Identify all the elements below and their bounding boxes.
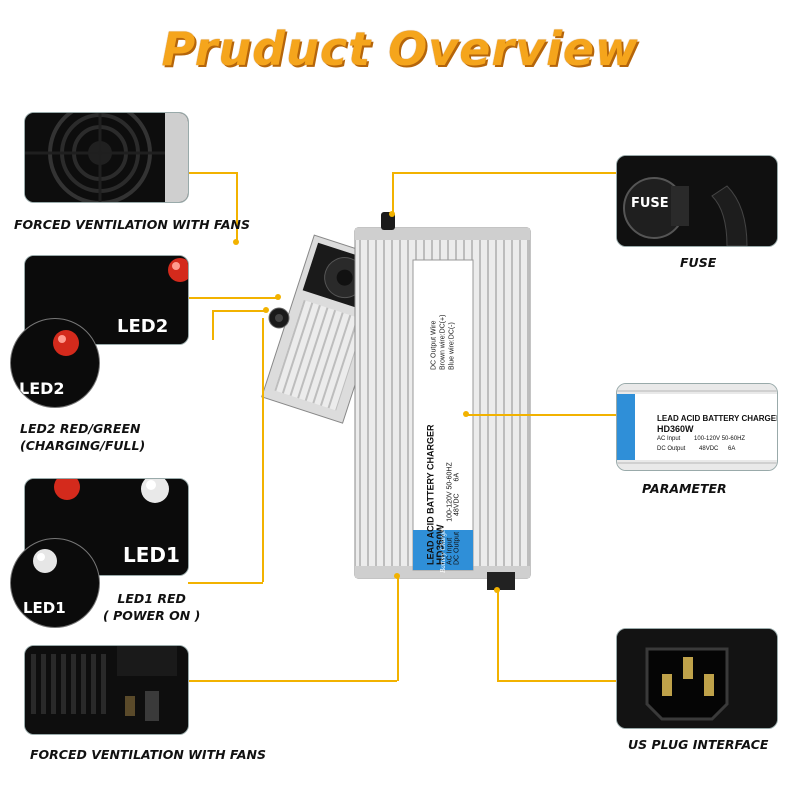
led1-zoom-text: LED1 [23, 599, 66, 617]
device-ac-value: 100-120V 50-60HZ [446, 462, 454, 522]
label-fans-top: FORCED VENTILATION WITH FANS [14, 217, 250, 232]
label-led1-line2: ( POWER ON ) [103, 608, 201, 623]
label-fuse: FUSE [680, 255, 717, 270]
label-parameter: PARAMETER [642, 481, 727, 496]
label-led1: LED1 RED ( POWER ON ) [103, 590, 200, 624]
parameter-model: HD360W [657, 424, 694, 434]
label-led2-line2: (CHARGING/FULL) [20, 438, 146, 453]
parameter-dc-output: DC Output [657, 446, 686, 452]
device-wire-title: DC Output Wire [430, 320, 438, 370]
led1-photo: LED1 [24, 478, 189, 576]
device-badge: Battery Charger [439, 527, 447, 573]
device-wire-blue: Blue wire:DC(-) [448, 322, 456, 370]
fuse-photo-text: FUSE [631, 196, 669, 211]
page-title: Pruduct Overview [161, 22, 639, 76]
us-plug-photo [616, 628, 778, 729]
parameter-dc-amps: 6A [728, 446, 736, 452]
parameter-ac-input: AC Input [657, 436, 681, 442]
device-wire-info: DC Output Wire Brown wire:DC(+) Blue wir… [423, 240, 463, 370]
led2-zoom-circle: LED2 [10, 318, 100, 408]
device-dc-amps: 6A [453, 472, 461, 482]
led2-photo-text: LED2 [117, 316, 169, 337]
fan-photo-top [24, 112, 189, 203]
label-us-plug: US PLUG INTERFACE [628, 737, 769, 752]
device-dc-value: 48VDC [453, 493, 461, 516]
label-led2: LED2 RED/GREEN (CHARGING/FULL) [20, 420, 145, 454]
parameter-ac-value: 100-120V 50-60HZ [694, 436, 746, 442]
charger-device: LEAD ACID BATTERY CHARGER HD360W AC Inpu… [255, 200, 545, 600]
led1-zoom-circle: LED1 [10, 538, 100, 628]
parameter-dc-value: 48VDC [699, 446, 719, 452]
fan-photo-bottom [24, 645, 189, 735]
led1-photo-text: LED1 [123, 543, 180, 567]
label-led2-line1: LED2 RED/GREEN [20, 421, 141, 436]
device-wire-brown: Brown wire:DC(+) [439, 314, 447, 370]
led2-zoom-text: LED2 [19, 379, 65, 398]
label-fans-bottom: FORCED VENTILATION WITH FANS [30, 747, 266, 762]
fuse-photo: FUSE [616, 155, 778, 247]
label-led1-line1: LED1 RED [117, 591, 186, 606]
parameter-photo: LEAD ACID BATTERY CHARGER HD360W AC Inpu… [616, 383, 778, 471]
parameter-product: LEAD ACID BATTERY CHARGER [657, 414, 778, 423]
